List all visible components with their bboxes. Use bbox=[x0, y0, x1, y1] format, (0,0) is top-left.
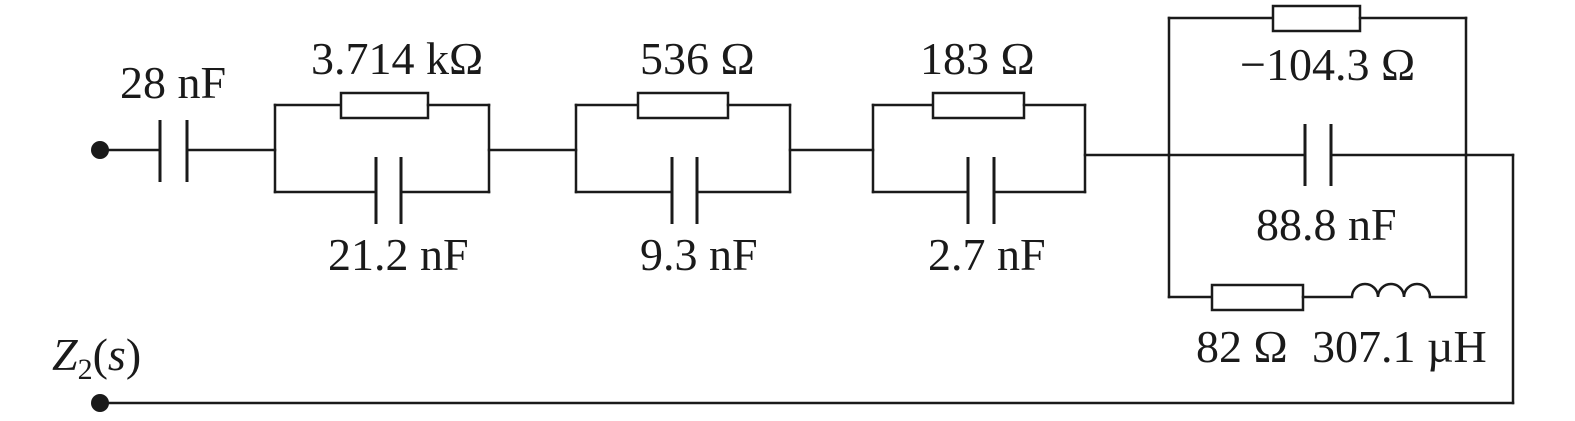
port-label-z: Z bbox=[52, 329, 78, 380]
port-label-subscript: 2 bbox=[78, 353, 93, 386]
inductor bbox=[1350, 282, 1432, 298]
resistor-2 bbox=[636, 91, 730, 120]
rc-stage-2: 536 Ω 9.3 nF bbox=[574, 33, 792, 280]
parallel-network: −104.3 Ω 88.8 nF 82 Ω 307.1 µH bbox=[1167, 4, 1487, 372]
output-terminal bbox=[91, 394, 109, 412]
series-capacitor-label: 28 nF bbox=[120, 57, 226, 108]
resistor-3 bbox=[931, 91, 1026, 120]
port-label-argument: (s) bbox=[93, 329, 142, 380]
resistor-3-label: 183 Ω bbox=[920, 33, 1035, 84]
series-capacitor: 28 nF bbox=[98, 57, 277, 182]
resistor-5 bbox=[1210, 283, 1305, 312]
capacitor-4-label: 88.8 nF bbox=[1256, 199, 1397, 250]
capacitor-3-label: 2.7 nF bbox=[928, 229, 1046, 280]
return-path bbox=[98, 153, 1515, 405]
resistor-2-label: 536 Ω bbox=[640, 33, 755, 84]
capacitor-1-label: 21.2 nF bbox=[328, 229, 469, 280]
resistor-1-label: 3.714 kΩ bbox=[311, 33, 483, 84]
rc-stage-3: 183 Ω 2.7 nF bbox=[871, 33, 1087, 280]
inductor-label: 307.1 µH bbox=[1312, 321, 1487, 372]
resistor-5-label: 82 Ω bbox=[1196, 321, 1288, 372]
resistor-1 bbox=[339, 91, 430, 120]
resistor-4-label: −104.3 Ω bbox=[1240, 39, 1415, 90]
capacitor-2-label: 9.3 nF bbox=[640, 229, 758, 280]
rc-stage-1: 3.714 kΩ 21.2 nF bbox=[273, 33, 491, 280]
resistor-4 bbox=[1271, 4, 1362, 33]
port-label: Z2(s) bbox=[52, 329, 141, 386]
